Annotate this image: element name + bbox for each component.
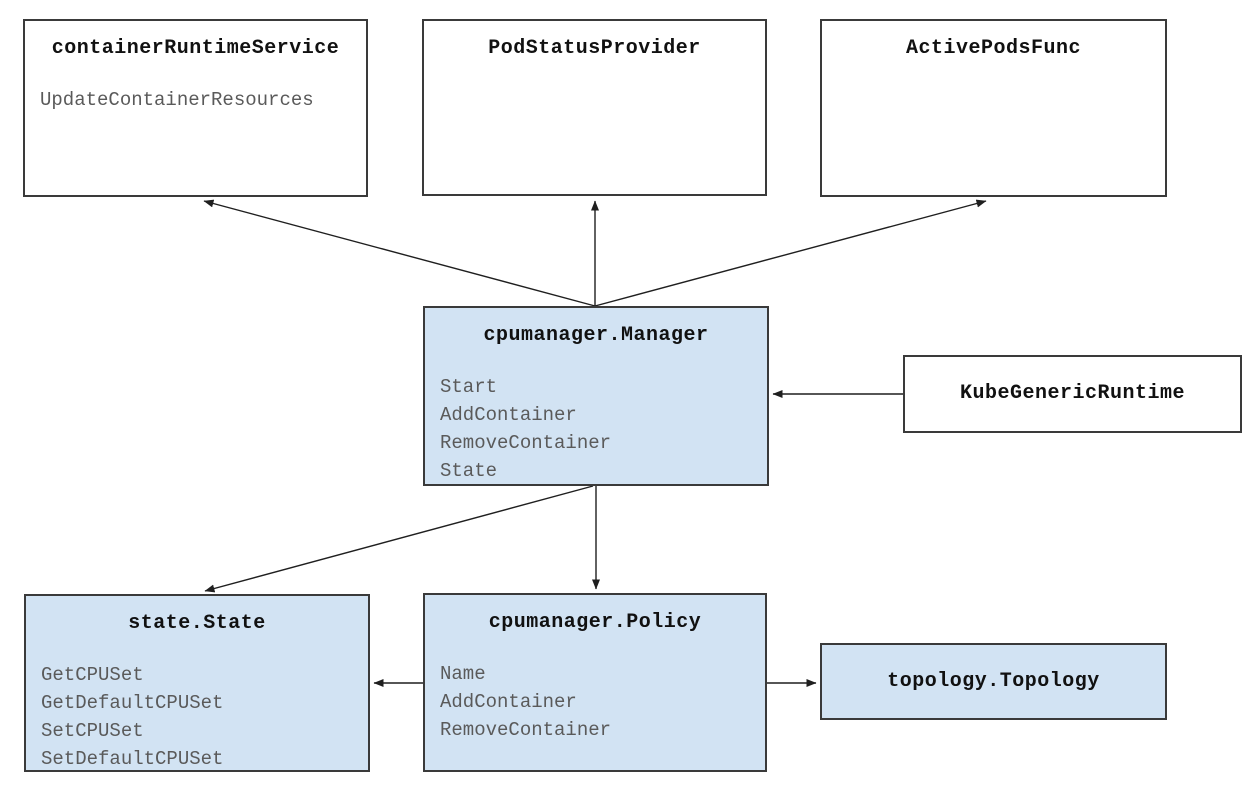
kube-generic-runtime-box: KubeGenericRuntime (903, 355, 1242, 433)
state-state-method-SetCPUSet: SetCPUSet (41, 720, 144, 742)
container-runtime-service-title: containerRuntimeService (51, 37, 340, 60)
cpumanager-policy-method-Name: Name (440, 663, 486, 685)
cpumanager-manager-title: cpumanager.Manager (483, 324, 709, 347)
cpumanager-manager-method-Start: Start (440, 376, 498, 398)
arrow-manager-to-state-state (204, 485, 594, 593)
state-state-method-GetDefaultCPUSet: GetDefaultCPUSet (41, 692, 224, 714)
state-state-method-SetDefaultCPUSet: SetDefaultCPUSet (41, 748, 224, 770)
active-pods-func-box: ActivePodsFunc (820, 19, 1167, 197)
cpumanager-policy-title: cpumanager.Policy (488, 611, 702, 634)
arrow-manager-to-container-runtime-service (203, 199, 596, 307)
state-state-title: state.State (128, 612, 266, 635)
cpumanager-policy-method-RemoveContainer: RemoveContainer (440, 719, 612, 741)
container-runtime-service-method-UpdateContainerResources: UpdateContainerResources (40, 89, 314, 111)
pod-status-provider-title: PodStatusProvider (488, 37, 701, 60)
cpumanager-manager-method-AddContainer: AddContainer (440, 404, 577, 426)
topology-topology-title: topology.Topology (887, 669, 1100, 693)
topology-topology-box: topology.Topology (820, 643, 1167, 720)
arrow-manager-to-active-pods-func (594, 199, 987, 307)
active-pods-func-title: ActivePodsFunc (905, 37, 1082, 60)
cpumanager-manager-method-State: State (440, 460, 498, 482)
container-runtime-service-method-list: UpdateContainerResources (25, 86, 366, 114)
kube-generic-runtime-title: KubeGenericRuntime (959, 382, 1186, 405)
cpumanager-manager-method-RemoveContainer: RemoveContainer (440, 432, 612, 454)
state-state-method-GetCPUSet: GetCPUSet (41, 664, 144, 686)
pod-status-provider-box: PodStatusProvider (422, 19, 767, 196)
cpumanager-policy-method-AddContainer: AddContainer (440, 691, 577, 713)
